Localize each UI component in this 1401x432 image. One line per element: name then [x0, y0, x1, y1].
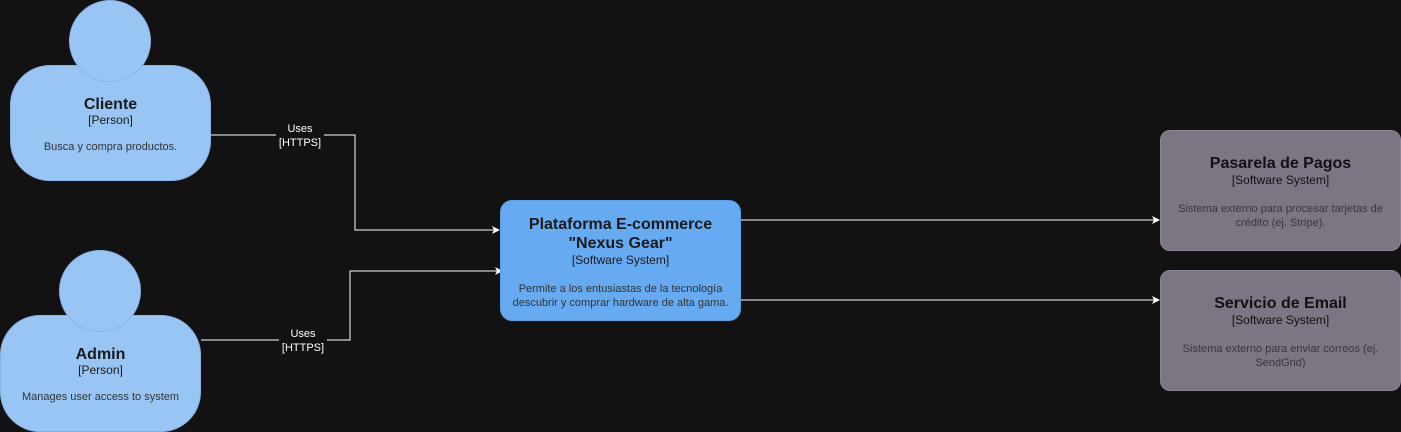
system-description-line2: descubrir y comprar hardware de alta gam… — [512, 297, 729, 309]
edge-cliente-to-platform[interactable] — [211, 134, 500, 234]
person-description: Manages user access to system — [21, 391, 180, 403]
system-description-line2: SendGrid) — [1255, 357, 1306, 369]
person-head-icon — [69, 0, 151, 82]
system-description-line1: Sistema externo para procesar tarjetas d… — [1178, 203, 1383, 215]
edge-label-protocol-https: [HTTPS] — [278, 137, 322, 149]
edge-label-cliente: Uses [HTTPS] — [276, 122, 324, 150]
person-description: Busca y compra productos. — [43, 141, 178, 153]
system-payment-gateway[interactable]: Pasarela de Pagos [Software System] Sist… — [1160, 130, 1401, 251]
person-title: Cliente — [83, 96, 138, 113]
system-kind: [Software System] — [571, 253, 670, 267]
system-description-line1: Permite a los entusiastas de la tecnolog… — [518, 283, 723, 295]
system-title-line1: Plataforma E-commerce — [528, 216, 713, 233]
system-kind: [Software System] — [1231, 173, 1330, 187]
edge-label-protocol-uses: Uses — [287, 123, 313, 135]
system-description-line1: Sistema externo para enviar correos (ej. — [1182, 343, 1379, 355]
edge-label-admin: Uses [HTTPS] — [279, 327, 327, 355]
person-admin[interactable]: Admin [Person] Manages user access to sy… — [0, 250, 201, 432]
edge-label-protocol-https: [HTTPS] — [281, 342, 325, 354]
person-kind: [Person] — [78, 363, 123, 377]
person-title: Admin — [75, 346, 126, 363]
system-title: Pasarela de Pagos — [1209, 155, 1352, 172]
person-body: Cliente [Person] Busca y compra producto… — [10, 65, 211, 181]
person-kind: [Person] — [88, 113, 133, 127]
edge-admin-to-platform[interactable] — [201, 267, 503, 341]
system-title-line2: "Nexus Gear" — [568, 235, 673, 252]
edge-label-protocol-uses: Uses — [290, 328, 316, 340]
system-description-line2: crédito (ej. Stripe). — [1235, 217, 1326, 229]
person-head-icon — [59, 250, 141, 332]
system-ecommerce-platform[interactable]: Plataforma E-commerce "Nexus Gear" [Soft… — [500, 200, 741, 321]
person-body: Admin [Person] Manages user access to sy… — [0, 315, 201, 432]
person-cliente[interactable]: Cliente [Person] Busca y compra producto… — [10, 0, 211, 181]
system-email-service[interactable]: Servicio de Email [Software System] Sist… — [1160, 270, 1401, 391]
system-kind: [Software System] — [1231, 313, 1330, 327]
system-title: Servicio de Email — [1214, 295, 1347, 312]
